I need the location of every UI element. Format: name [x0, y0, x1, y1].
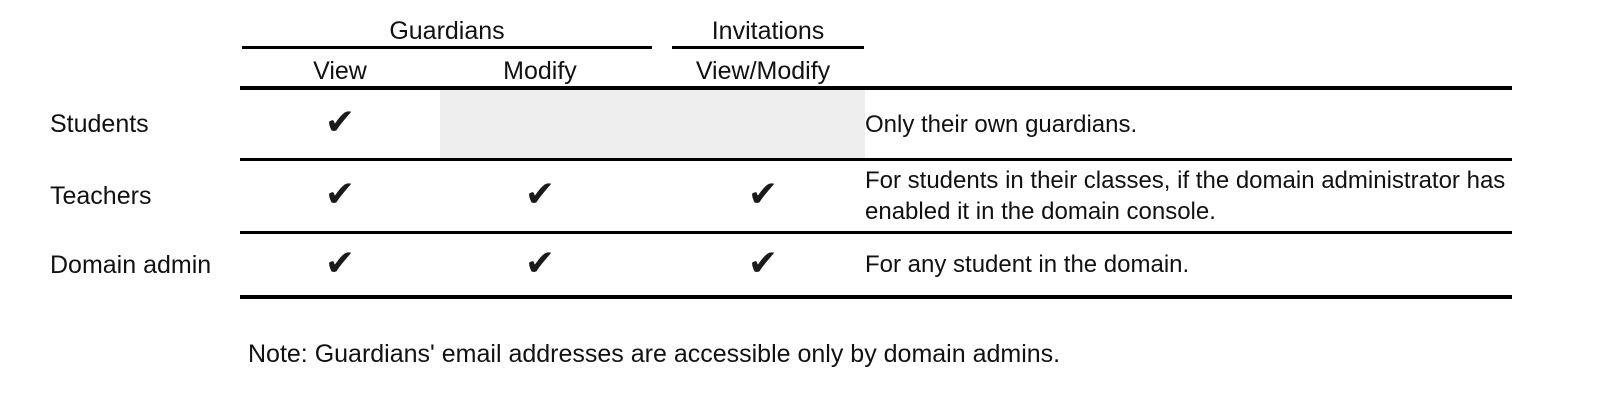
- cell-guardians-modify: ✔: [440, 161, 640, 231]
- table-row: Teachers ✔ ✔ ✔ For students in their cla…: [0, 161, 1600, 231]
- cell-description: Only their own guardians.: [865, 90, 1512, 158]
- row-description: For any student in the domain.: [865, 251, 1190, 278]
- cell-invitations-view-modify: [661, 90, 865, 158]
- cell-guardians-modify: ✔: [440, 234, 640, 295]
- row-label-cell: Students: [50, 90, 240, 158]
- row-label-cell: Domain admin: [50, 234, 240, 295]
- table-rule-header-bottom: [240, 86, 1512, 90]
- table-rule-bottom: [240, 295, 1512, 299]
- column-group-header-guardians: Guardians: [389, 17, 505, 45]
- cell-guardians-modify: [440, 90, 640, 158]
- table-row: Domain admin ✔ ✔ ✔ For any student in th…: [0, 234, 1600, 295]
- permissions-table: Guardians Invitations View Modify View/M…: [0, 17, 1600, 299]
- cell-shaded-not-applicable: [440, 90, 865, 158]
- row-label: Domain admin: [50, 250, 212, 279]
- checkmark-icon: ✔: [324, 102, 356, 143]
- checkmark-icon: ✔: [324, 174, 356, 215]
- checkmark-icon: ✔: [747, 174, 779, 215]
- row-label: Teachers: [50, 182, 152, 210]
- table-row: Students ✔ Only their own guardians.: [0, 90, 1600, 158]
- checkmark-icon: ✔: [524, 242, 556, 284]
- column-group-rule-guardians: [242, 46, 652, 49]
- column-header-modify: Modify: [503, 57, 577, 85]
- column-header-view: View: [313, 57, 367, 85]
- row-label-cell: Teachers: [50, 161, 240, 231]
- checkmark-icon: ✔: [747, 242, 779, 284]
- checkmark-icon: ✔: [524, 174, 556, 215]
- column-header-view-modify: View/Modify: [695, 57, 831, 85]
- column-group-header-invitations: Invitations: [711, 17, 825, 45]
- cell-invitations-view-modify: ✔: [661, 234, 865, 295]
- table-footnote: Note: Guardians' email addresses are acc…: [248, 340, 1061, 368]
- row-label: Students: [50, 110, 149, 138]
- cell-description: For students in their classes, if the do…: [865, 161, 1512, 231]
- cell-guardians-view: ✔: [240, 90, 440, 158]
- cell-guardians-view: ✔: [240, 161, 440, 231]
- cell-guardians-view: ✔: [240, 234, 440, 295]
- checkmark-icon: ✔: [324, 242, 356, 284]
- cell-description: For any student in the domain.: [865, 234, 1512, 295]
- table-rule-after-teachers: [240, 231, 1512, 234]
- row-description: For students in their classes, if the do…: [865, 167, 1506, 225]
- row-description: Only their own guardians.: [865, 110, 1138, 138]
- column-group-rule-invitations: [672, 46, 864, 49]
- cell-invitations-view-modify: ✔: [661, 161, 865, 231]
- table-rule-after-students: [240, 158, 1512, 161]
